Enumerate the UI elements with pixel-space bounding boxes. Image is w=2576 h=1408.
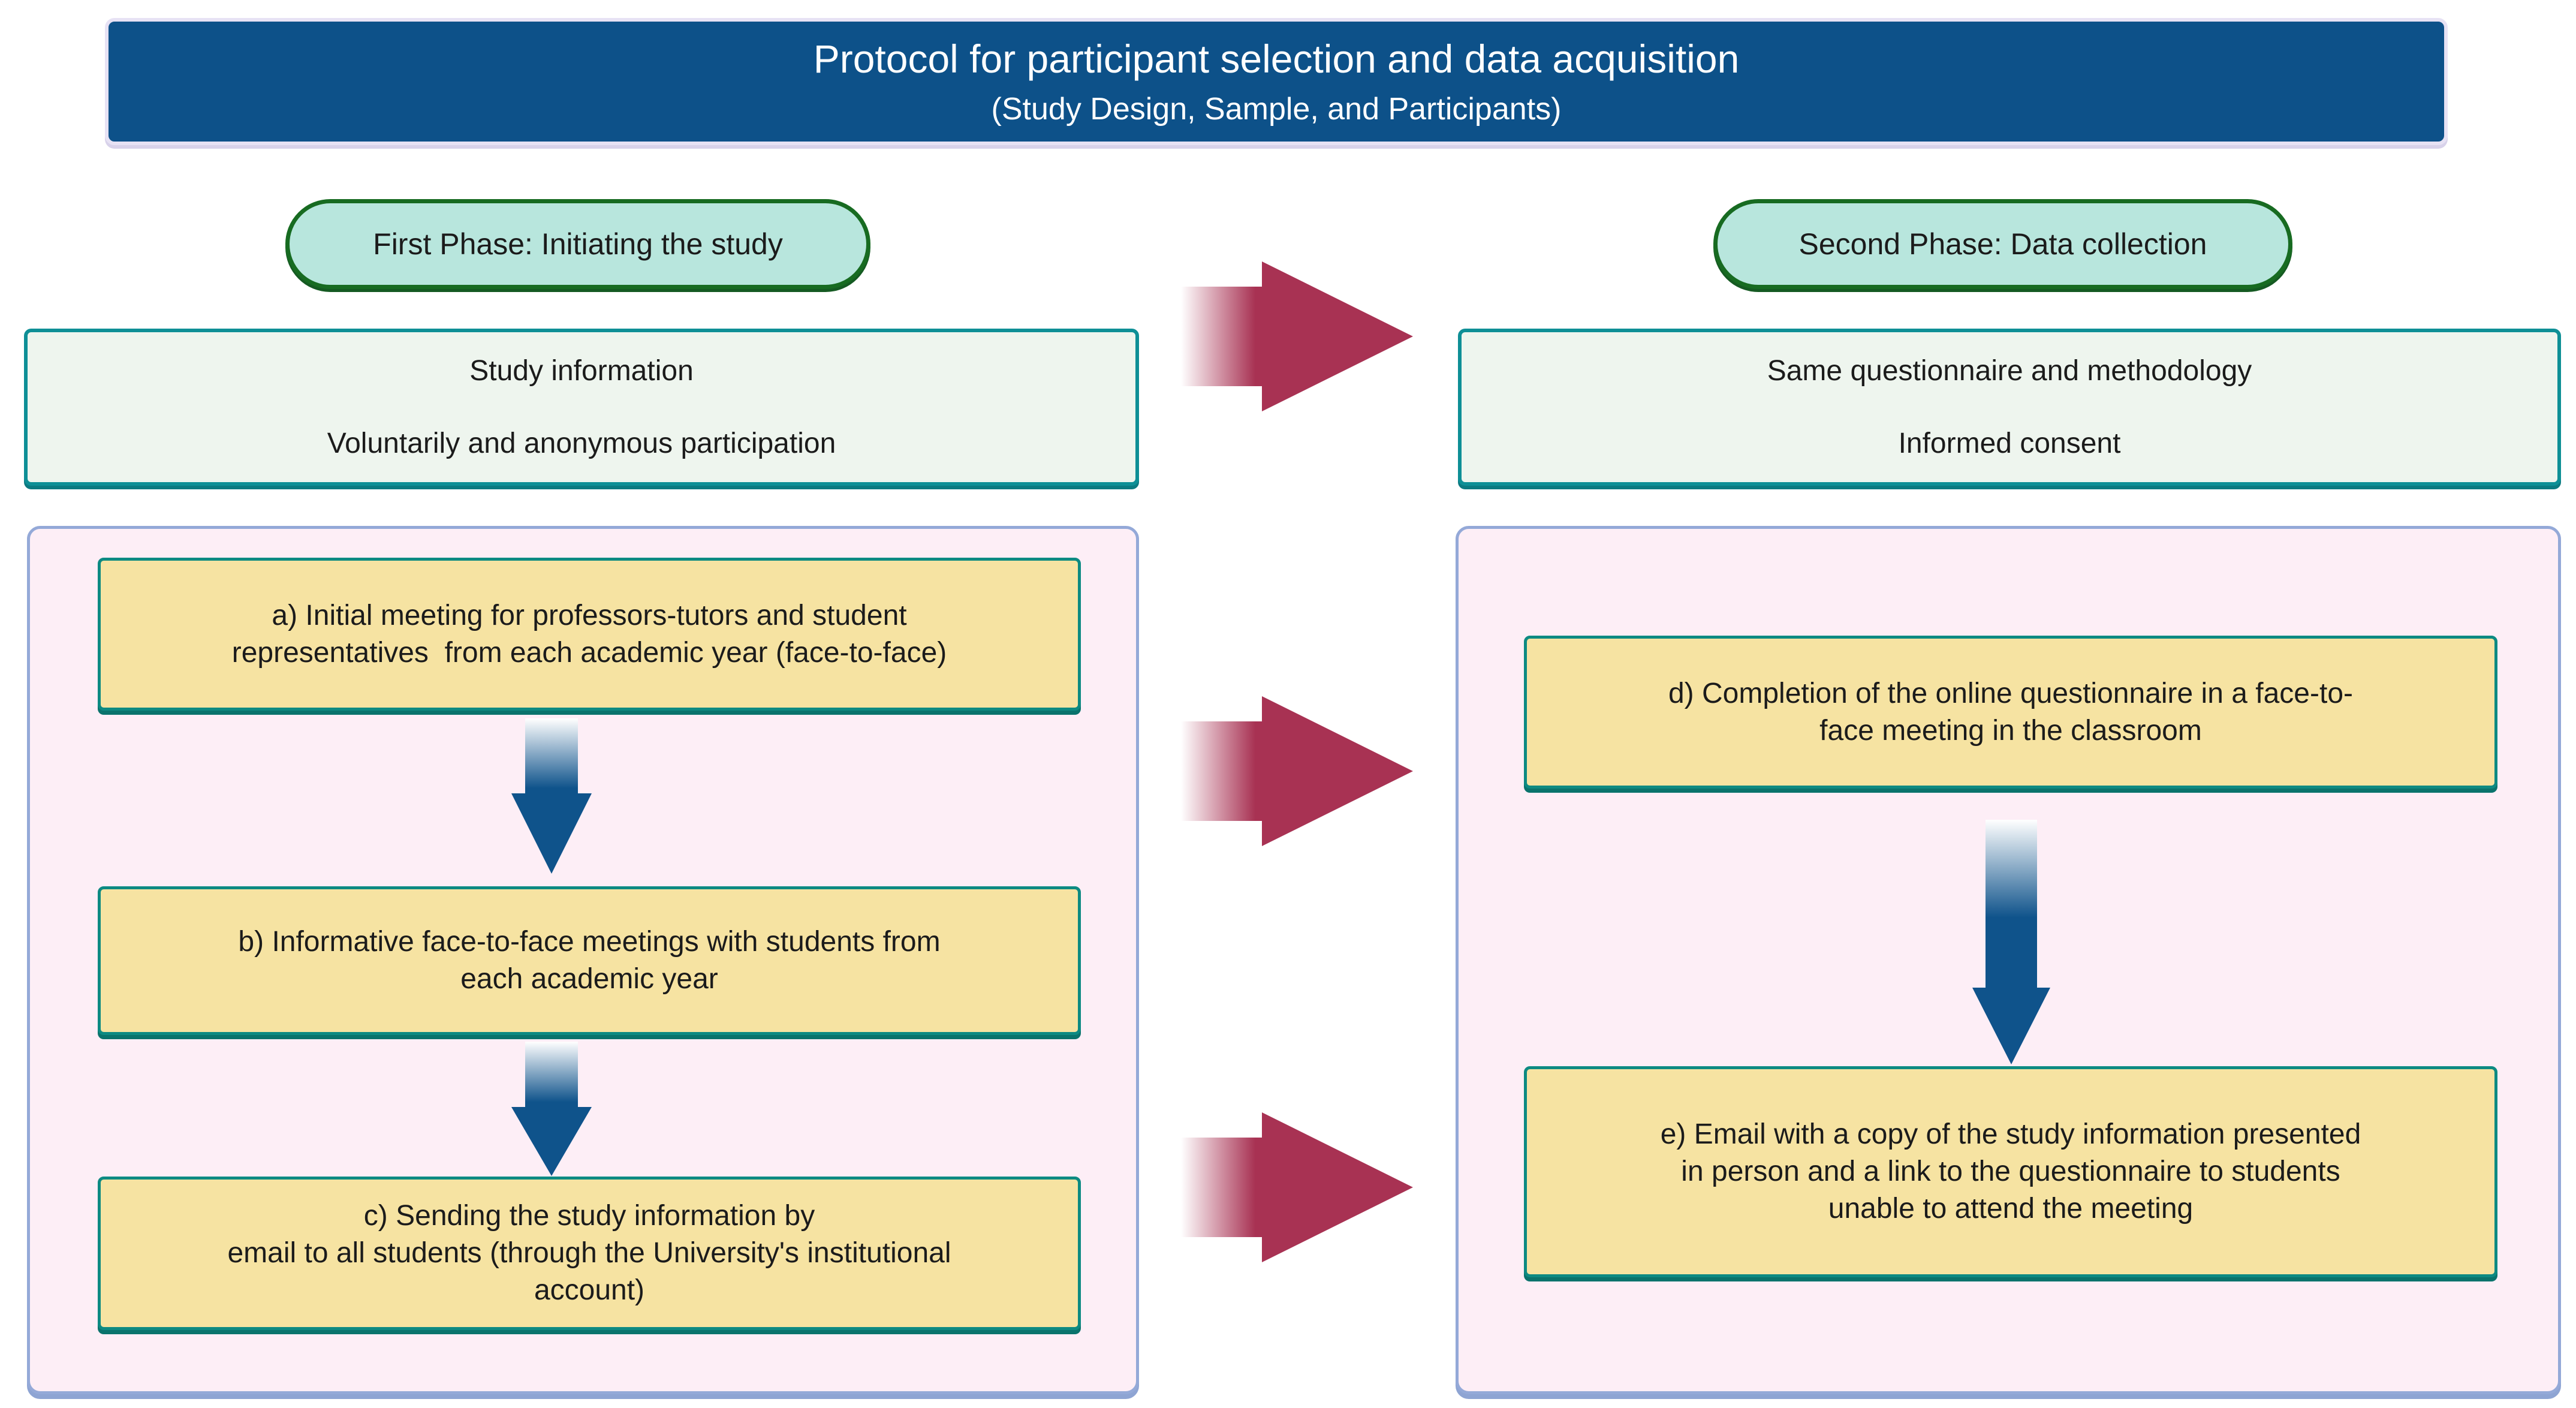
- blue-down-arrow-icon: [511, 1042, 592, 1176]
- step-line: e) Email with a copy of the study inform…: [1660, 1118, 2361, 1150]
- phase1-info-box: Study information Voluntarily and anonym…: [24, 329, 1139, 486]
- step-line: in person and a link to the questionnair…: [1681, 1156, 2340, 1187]
- step-line: each academic year: [460, 963, 718, 995]
- step-d-box: d) Completion of the online questionnair…: [1524, 636, 2497, 789]
- step-b-box: b) Informative face-to-face meetings wit…: [98, 886, 1081, 1035]
- title-banner: Protocol for participant selection and d…: [105, 18, 2448, 145]
- step-line: c) Sending the study information by: [363, 1200, 815, 1232]
- blue-down-arrow-icon: [1972, 820, 2050, 1064]
- phase2-info-box: Same questionnaire and methodology Infor…: [1458, 329, 2561, 486]
- step-line: representatives from each academic year …: [231, 636, 947, 669]
- step-line: email to all students (through the Unive…: [227, 1237, 951, 1269]
- phase2-pill-label: Second Phase: Data collection: [1798, 227, 2207, 261]
- step-line: face meeting in the classroom: [1819, 714, 2202, 747]
- step-line: account): [534, 1274, 645, 1306]
- info-line: Study information: [469, 355, 694, 387]
- step-line: b) Informative face-to-face meetings wit…: [238, 926, 941, 958]
- phase2-pill: Second Phase: Data collection: [1713, 199, 2292, 289]
- step-line: d) Completion of the online questionnair…: [1668, 677, 2353, 709]
- step-c-box: c) Sending the study information by emai…: [98, 1177, 1081, 1330]
- step-e-box: e) Email with a copy of the study inform…: [1524, 1066, 2497, 1277]
- step-line: unable to attend the meeting: [1828, 1193, 2194, 1225]
- red-right-arrow-icon: [1181, 1112, 1413, 1262]
- info-line: Informed consent: [1898, 428, 2121, 459]
- blue-down-arrow-icon: [511, 718, 592, 874]
- info-line: Voluntarily and anonymous participation: [327, 428, 836, 459]
- info-line: Same questionnaire and methodology: [1767, 355, 2252, 387]
- diagram-subtitle: (Study Design, Sample, and Participants): [991, 92, 1562, 127]
- phase1-pill: First Phase: Initiating the study: [285, 199, 870, 289]
- red-right-arrow-icon: [1181, 261, 1413, 411]
- diagram-title: Protocol for participant selection and d…: [813, 37, 1740, 81]
- phase1-pill-label: First Phase: Initiating the study: [373, 227, 783, 261]
- red-right-arrow-icon: [1181, 696, 1413, 846]
- step-line: a) Initial meeting for professors-tutors…: [272, 599, 907, 631]
- step-a-box: a) Initial meeting for professors-tutors…: [98, 558, 1081, 711]
